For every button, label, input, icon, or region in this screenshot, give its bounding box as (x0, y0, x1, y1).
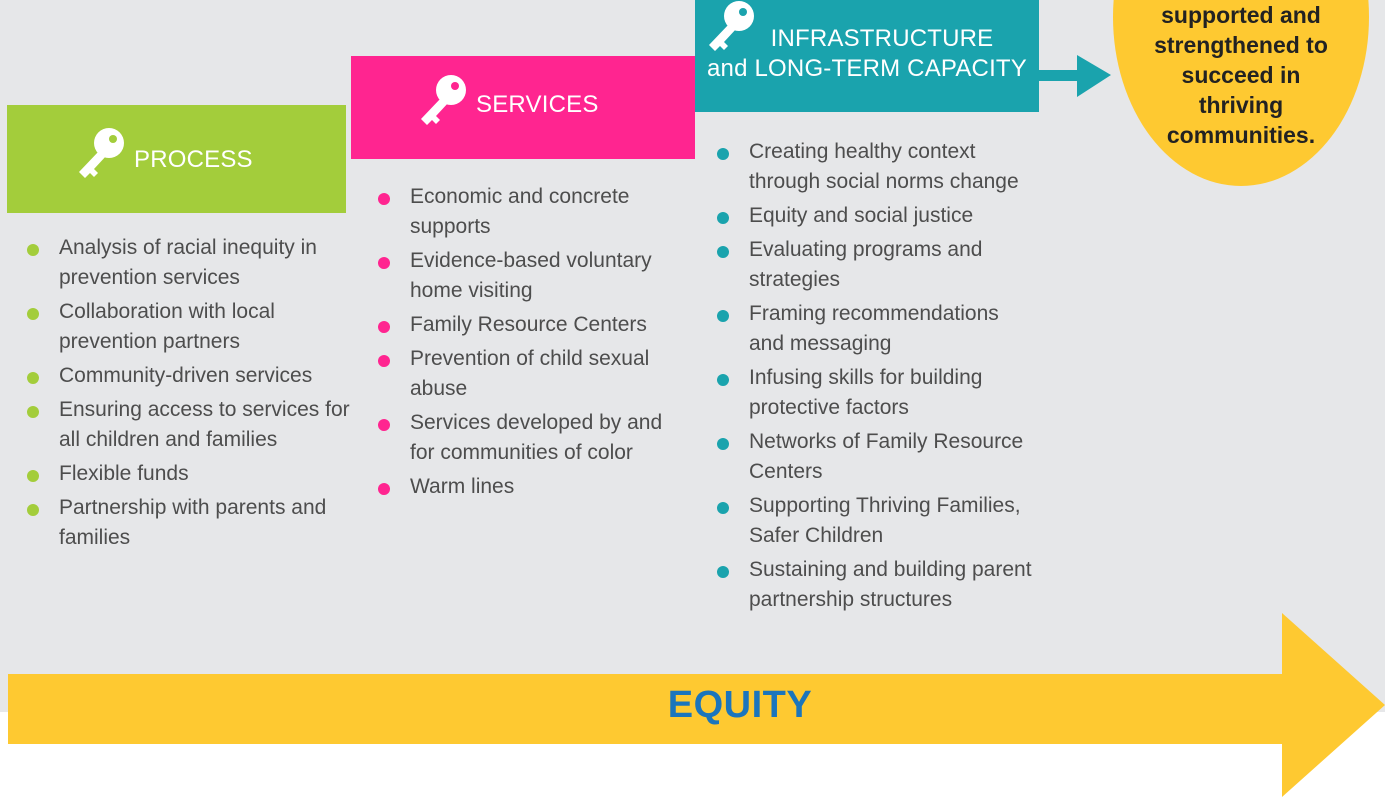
list-item: Infusing skills for building protective … (712, 363, 1032, 423)
key-icon (79, 128, 124, 178)
process-header: PROCESS (7, 105, 346, 213)
infrastructure-list: Creating healthy context through social … (712, 137, 1032, 619)
process-list: Analysis of racial inequity in preventio… (22, 233, 357, 557)
services-list: Economic and concrete supports Evidence-… (373, 182, 673, 506)
equity-label: EQUITY (667, 684, 813, 726)
list-item: Warm lines (373, 472, 673, 502)
bullet-dot (378, 321, 390, 333)
bullet-dot (27, 504, 39, 516)
bullet-dot (717, 212, 729, 224)
key-icon (709, 1, 754, 51)
bullet-dot (27, 470, 39, 482)
list-item: Evidence-based voluntary home visiting (373, 246, 673, 306)
bullet-dot (717, 310, 729, 322)
arrow-right-icon (1039, 55, 1111, 97)
key-icon (421, 75, 466, 125)
bullet-dot (378, 419, 390, 431)
list-item: Services developed by and for communitie… (373, 408, 673, 468)
outcome-text: families are supported and strengthened … (1154, 2, 1328, 148)
bullet-dot (27, 244, 39, 256)
bullet-dot (378, 257, 390, 269)
bullet-dot (717, 374, 729, 386)
list-item: Economic and concrete supports (373, 182, 673, 242)
list-item: Networks of Family Resource Centers (712, 427, 1032, 487)
bullet-dot (717, 438, 729, 450)
process-title: PROCESS (134, 146, 253, 173)
list-item: Prevention of child sexual abuse (373, 344, 673, 404)
bullet-dot (717, 566, 729, 578)
list-item: Evaluating programs and strategies (712, 235, 1032, 295)
infrastructure-title: INFRASTRUCTURE and LONG-TERM CAPACITY (695, 24, 1039, 84)
bullet-dot (378, 483, 390, 495)
bullet-dot (27, 308, 39, 320)
bullet-dot (27, 406, 39, 418)
list-item: Ensuring access to services for all chil… (22, 395, 357, 455)
list-item: Family Resource Centers (373, 310, 673, 340)
infrastructure-title-line2: and LONG-TERM CAPACITY (706, 55, 1028, 82)
bullet-dot (717, 246, 729, 258)
services-title: SERVICES (476, 91, 599, 118)
infrastructure-title-line1: INFRASTRUCTURE (770, 25, 994, 52)
bullet-dot (378, 193, 390, 205)
services-header: SERVICES (351, 56, 695, 159)
list-item: Creating healthy context through social … (712, 137, 1032, 197)
bullet-dot (27, 372, 39, 384)
equity-arrow-shape (8, 613, 1385, 797)
list-item: Collaboration with local prevention part… (22, 297, 357, 357)
list-item: Analysis of racial inequity in preventio… (22, 233, 357, 293)
list-item: Framing recommendations and messaging (712, 299, 1032, 359)
list-item: Community-driven services (22, 361, 357, 391)
list-item: Equity and social justice (712, 201, 1032, 231)
list-item: Flexible funds (22, 459, 357, 489)
bullet-dot (717, 148, 729, 160)
list-item: Supporting Thriving Families, Safer Chil… (712, 491, 1032, 551)
list-item: Partnership with parents and families (22, 493, 357, 553)
infrastructure-header: INFRASTRUCTURE and LONG-TERM CAPACITY (695, 0, 1039, 112)
bullet-dot (378, 355, 390, 367)
list-item: Sustaining and building parent partnersh… (712, 555, 1032, 615)
bullet-dot (717, 502, 729, 514)
